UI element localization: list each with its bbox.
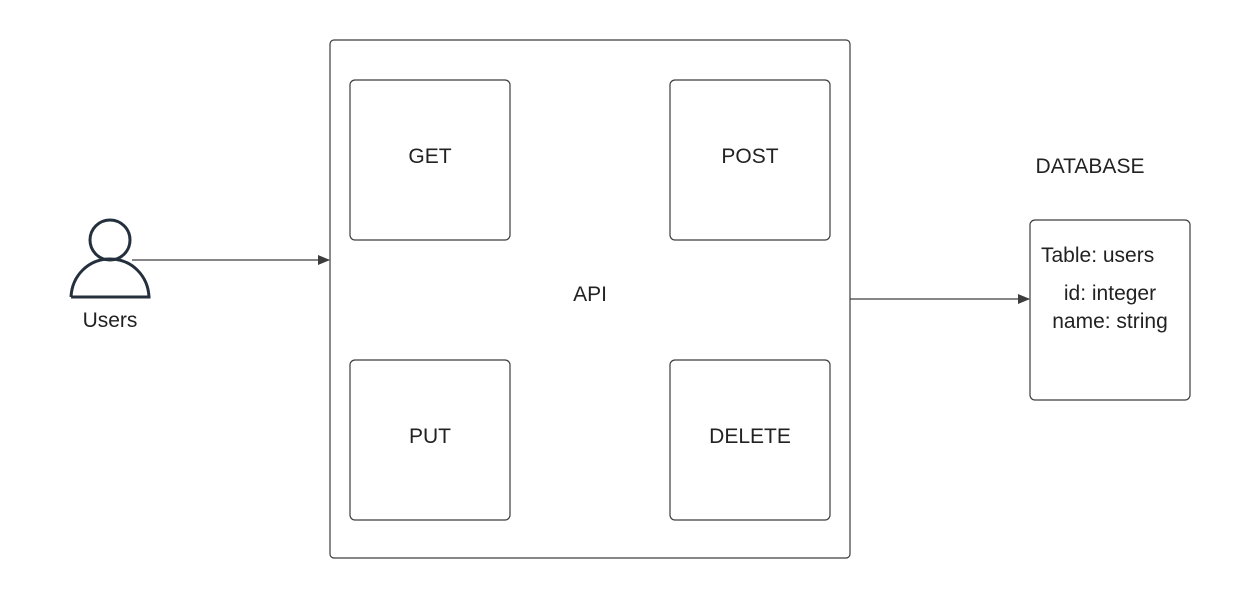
get-method-box[interactable] xyxy=(349,79,511,241)
users-label: Users xyxy=(82,309,138,332)
api-label: API xyxy=(573,283,607,306)
delete-method-box[interactable] xyxy=(669,359,831,521)
post-label: POST xyxy=(721,145,779,168)
post-method-box[interactable] xyxy=(669,79,831,241)
get-label: GET xyxy=(408,145,452,168)
database-table-box[interactable] xyxy=(1029,219,1191,401)
delete-label: DELETE xyxy=(709,425,791,448)
database-table-label: Table: users xyxy=(1041,244,1155,267)
database-field-id: id: integer xyxy=(1063,282,1157,305)
put-method-box[interactable] xyxy=(349,359,511,521)
put-label: PUT xyxy=(409,425,451,448)
database-title: DATABASE xyxy=(1035,155,1145,178)
database-field-name: name: string xyxy=(1052,310,1168,333)
user-icon[interactable] xyxy=(69,218,151,299)
